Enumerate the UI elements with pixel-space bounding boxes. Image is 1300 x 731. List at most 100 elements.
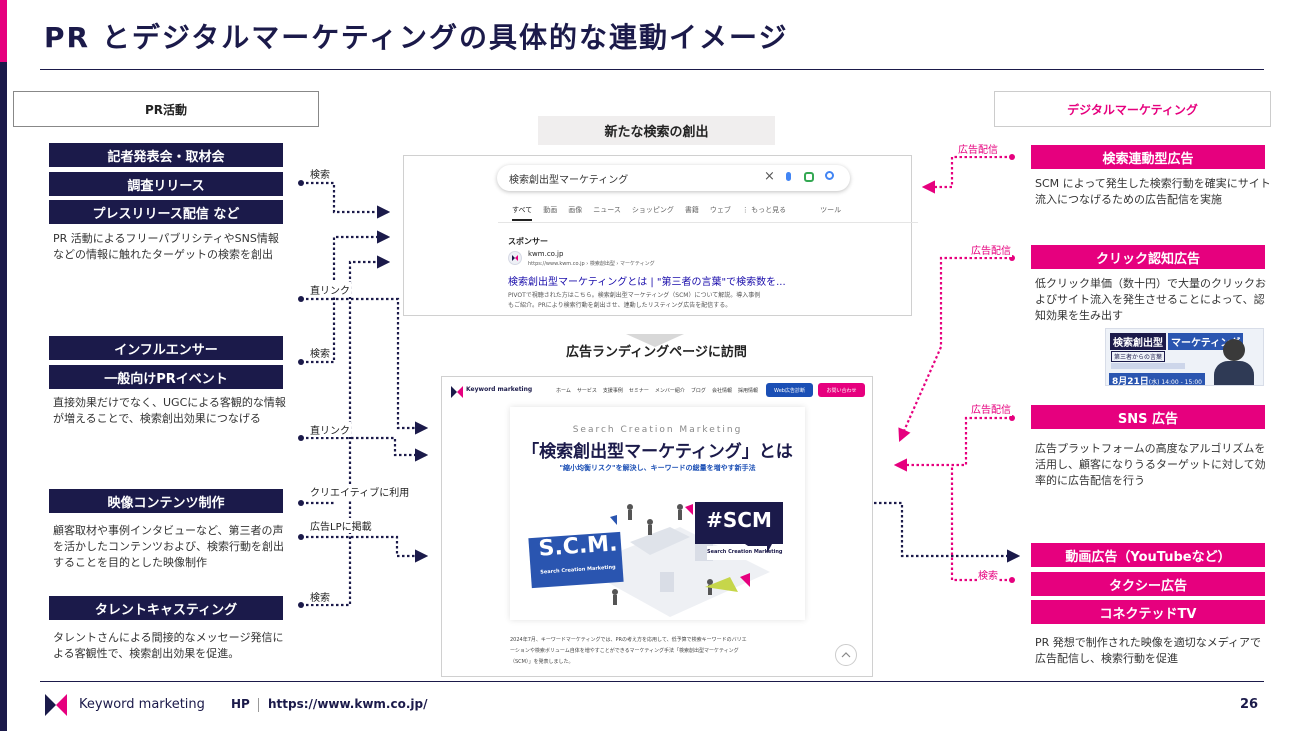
banner-speaker-head: [1223, 339, 1245, 361]
footer-logo-icon: [44, 693, 68, 717]
serp-screenshot: 検索創出型マーケティング × すべて 動画 画像 ニュース ショッピング 書籍 …: [403, 155, 918, 316]
serp-tab: 書籍: [684, 206, 699, 214]
search-icon: [825, 171, 834, 180]
footer-brand: Keyword marketing: [79, 697, 205, 712]
chevron-up-icon: [841, 652, 851, 658]
serp-snippet-2: もご紹介。PRにより検索行動を創出させ、連動したリスティング広告を配信する。: [508, 302, 732, 309]
dm-item-taxi-ads: タクシー広告: [1031, 572, 1265, 596]
scroll-top-button[interactable]: [835, 644, 857, 666]
lp-body-3: （SCM）」を発表しました。: [510, 659, 574, 665]
dm-desc-video-ads: PR 発想で制作された映像を適切なメディアで広告配信し、検索行動を促進: [1035, 636, 1262, 665]
lp-contact-button[interactable]: お問い合わせ: [818, 383, 865, 397]
serp-tab: ショッピング: [631, 206, 674, 214]
title-divider: [40, 69, 1264, 70]
lp-eyebrow: Search Creation Marketing: [572, 425, 743, 435]
pr-desc-video: 顧客取材や事例インタビューなど、第三者の声を活かしたコンテンツおよび、検索行動を…: [53, 524, 284, 569]
lp-nav-item[interactable]: サービス: [576, 388, 597, 394]
flow-label-ad-delivery-3: 広告配信: [970, 401, 1012, 416]
serp-tab: 動画: [543, 206, 558, 214]
clear-icon: ×: [764, 169, 775, 184]
lp-nav-item[interactable]: 支援事例: [602, 388, 623, 394]
lp-screenshot: Keyword marketing ホーム サービス 支援事例 セミナー メンバ…: [441, 376, 873, 677]
serp-tab: 画像: [568, 206, 583, 214]
serp-tab-divider: [498, 222, 918, 223]
pr-item-talent-casting: タレントキャスティング: [49, 596, 283, 620]
banner-speaker-body: [1214, 361, 1254, 385]
lp-diagnosis-button[interactable]: Web広告診断: [766, 383, 813, 397]
footer-divider: [40, 681, 1264, 682]
center-header: 新たな検索の創出: [538, 116, 775, 145]
page-title: PR とデジタルマーケティングの具体的な連動イメージ: [44, 21, 789, 54]
dm-item-sns-ads: SNS 広告: [1031, 405, 1265, 429]
serp-sponsor: スポンサー: [508, 237, 548, 246]
dm-item-search-ads: 検索連動型広告: [1031, 145, 1265, 169]
lp-nav-item[interactable]: メンバー紹介: [654, 388, 685, 394]
dm-desc-click-ads: 低クリック単価（数十円）で大量のクリックおよびサイト流入を発生させることによって…: [1035, 277, 1266, 322]
banner-date: 8月21日(水) 14:00 - 15:00: [1109, 373, 1205, 386]
flow-label-search-2: 検索: [309, 345, 331, 360]
serp-breadcrumb: https://www.kwm.co.jp › 検索創出型 › マーケティング: [528, 261, 655, 267]
lp-scm-right: #SCM: [706, 508, 772, 532]
dm-item-connected-tv: コネクテッドTV: [1031, 600, 1265, 624]
flow-label-search-1: 検索: [309, 166, 331, 181]
lp-hero-card: Search Creation Marketing 「検索創出型マーケティング」…: [510, 407, 805, 620]
dm-item-video-ads: 動画広告（YouTubeなど）: [1031, 543, 1265, 567]
banner-line1: 検索創出型: [1110, 333, 1166, 350]
serp-favicon: [508, 251, 522, 265]
lp-brand: Keyword marketing: [466, 386, 533, 393]
lp-body-1: 2024年7月、キーワードマーケティングでは、PRの考え方を応用して、低予算で検…: [510, 637, 747, 643]
flow-label-direct-link-2: 直リンク: [309, 422, 351, 437]
dm-section-header: デジタルマーケティング: [994, 91, 1271, 127]
flow-label-search-3: 検索: [309, 589, 331, 604]
pr-item-influencer: インフルエンサー: [49, 336, 283, 360]
dm-desc-sns-ads: 広告プラットフォームの高度なアルゴリズムを活用し、顧客になりうるターゲットに対し…: [1035, 442, 1266, 487]
lp-body-2: ーションや検索ボリューム自体を増やすことができるマーケティング手法「検索創出型マ…: [510, 648, 739, 654]
serp-search-box: 検索創出型マーケティング ×: [497, 165, 850, 191]
flow-label-ad-delivery-1: 広告配信: [957, 141, 999, 156]
footer-url-link[interactable]: https://www.kwm.co.jp/: [268, 697, 428, 711]
pr-desc-publicity: PR 活動によるフリーパブリシティやSNS情報などの情報に触れたターゲットの検索…: [53, 232, 279, 261]
serp-ad-title[interactable]: 検索創出型マーケティングとは | "第三者の言葉"で検索数を...: [508, 277, 786, 288]
pr-item-press-conference: 記者発表会・取材会: [49, 143, 283, 167]
lp-nav-item[interactable]: セミナー: [628, 388, 649, 394]
serp-tab: ニュース: [593, 206, 621, 214]
flow-label-lp-listing: 広告LPに掲載: [309, 518, 373, 533]
serp-tab: ツール: [820, 206, 842, 214]
lp-nav-item[interactable]: 採用情報: [737, 388, 758, 394]
lp-nav: ホーム サービス 支援事例 セミナー メンバー紹介 ブログ 会社情報 採用情報: [556, 387, 758, 394]
pr-item-pr-event: 一般向けPRイベント: [49, 365, 283, 389]
flow-label-ad-delivery-2: 広告配信: [970, 242, 1012, 257]
serp-tabs: すべて 動画 画像 ニュース ショッピング 書籍 ウェブ ⋮ もっと見る ツール: [512, 205, 841, 221]
lp-nav-item[interactable]: ホーム: [556, 388, 571, 394]
footer-hp-label: HP: [231, 697, 250, 711]
serp-query: 検索創出型マーケティング: [509, 175, 629, 186]
banner-time-text: (水) 14:00 - 15:00: [1148, 379, 1202, 386]
footer-separator: [258, 698, 259, 712]
pr-desc-ugc: 直接効果だけでなく、UGCによる客観的な情報が増えることで、検索創出効果につなげ…: [53, 396, 286, 425]
seminar-banner: 検索創出型 マーケティング 第三者からの言葉 8月21日(水) 14:00 - …: [1105, 328, 1264, 386]
mic-icon: [786, 172, 791, 181]
flow-label-creative: クリエイティブに利用: [309, 484, 411, 499]
serp-tab: すべて: [512, 205, 533, 221]
serp-tab: ⋮ もっと見る: [741, 206, 787, 214]
lp-nav-item[interactable]: 会社情報: [711, 388, 732, 394]
lp-nav-item[interactable]: ブログ: [690, 388, 706, 394]
down-chevron-icon: [626, 334, 684, 347]
banner-line3: 第三者からの言葉: [1111, 351, 1166, 362]
lp-logo-icon: [450, 384, 464, 398]
pr-item-survey-release: 調査リリース: [49, 172, 283, 196]
serp-site: kwm.co.jp: [528, 250, 564, 258]
pr-item-video-content: 映像コンテンツ制作: [49, 489, 283, 513]
serp-tab: ウェブ: [709, 206, 731, 214]
dm-desc-search-ads: SCM によって発生した検索行動を確実にサイト流入につなげるための広告配信を実施: [1035, 177, 1271, 206]
serp-snippet-1: PIVOTで視聴された方はこちら。検索創出型マーケティング（SCM）について解説…: [508, 292, 761, 299]
page-number: 26: [1240, 697, 1259, 712]
dm-item-click-ads: クリック認知広告: [1031, 245, 1265, 269]
flow-label-search-4: 検索: [977, 567, 999, 582]
pr-item-press-release: プレスリリース配信 など: [49, 200, 283, 224]
lp-subline: "縮小均衡リスク"を解決し、キーワードの総量を増やす新手法: [559, 464, 756, 472]
banner-date-text: 8月21日: [1112, 377, 1149, 386]
flow-label-direct-link-1: 直リンク: [309, 282, 351, 297]
lp-scm-right-sub: Search Creation Marketing: [707, 549, 783, 555]
